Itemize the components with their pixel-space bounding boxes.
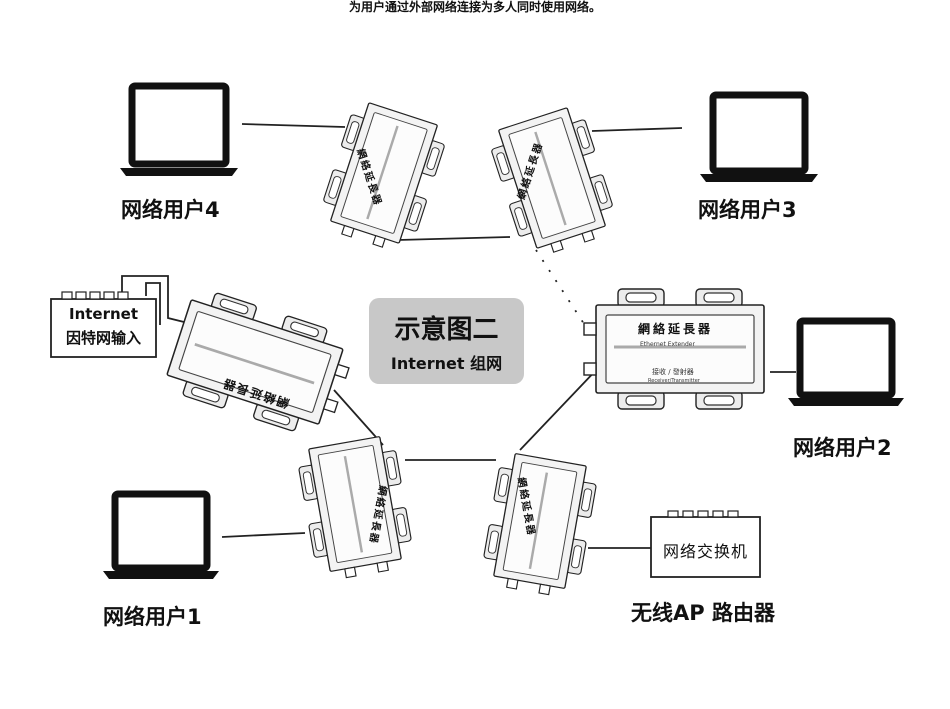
- wire-left-ext-down: [333, 389, 384, 446]
- extender-internet: [161, 284, 360, 443]
- label-user3: 网络用户3: [698, 198, 797, 222]
- extender-user2: [582, 287, 766, 411]
- label-user1: 网络用户1: [103, 605, 202, 629]
- monitor-user2: [788, 317, 904, 406]
- wire-ext2-router-ext: [519, 365, 601, 451]
- wire-internet-input-2: [145, 282, 161, 325]
- wire-ext1-user1: [221, 532, 306, 538]
- extender-user4: [314, 97, 452, 257]
- center-box: [369, 298, 524, 384]
- extender-label-user2: 網絡延長器: [638, 321, 713, 336]
- wire-ext3-center-dotted: [535, 249, 589, 331]
- switch-device: [650, 510, 761, 578]
- extender-router: [477, 450, 601, 601]
- monitor-user1: [103, 490, 219, 579]
- connection-wires: [121, 123, 796, 549]
- center-subtitle: Internet 组网: [390, 354, 503, 373]
- extender-sub-user2: Ethernet Extender: [640, 341, 695, 348]
- switch-label: 网络交换机: [662, 542, 748, 561]
- monitor-user3: [700, 91, 818, 182]
- center-title: 示意图二: [394, 315, 499, 345]
- label-user4: 网络用户4: [121, 198, 220, 222]
- wire-internet-input: [121, 275, 185, 323]
- extender-mode-en-user2: Receiver/Transmitter: [648, 378, 701, 384]
- extender-user1: [294, 433, 418, 584]
- monitor-user4: [120, 82, 238, 176]
- caption: 为用户通过外部网络连接为多人同时使用网络。: [348, 0, 601, 14]
- internet-input-line2: 因特网输入: [65, 329, 141, 347]
- wire-user4-extender: [241, 123, 346, 128]
- internet-input-line1: Internet: [68, 305, 139, 323]
- label-user2: 网络用户2: [793, 436, 892, 460]
- wire-ext4-ext3: [397, 236, 511, 241]
- wire-ext3-user3: [591, 127, 683, 132]
- label-router: 无线AP 路由器: [631, 601, 775, 625]
- extender-mode-user2: 接收 / 發射器: [652, 367, 694, 376]
- internet-input-device: [50, 291, 157, 358]
